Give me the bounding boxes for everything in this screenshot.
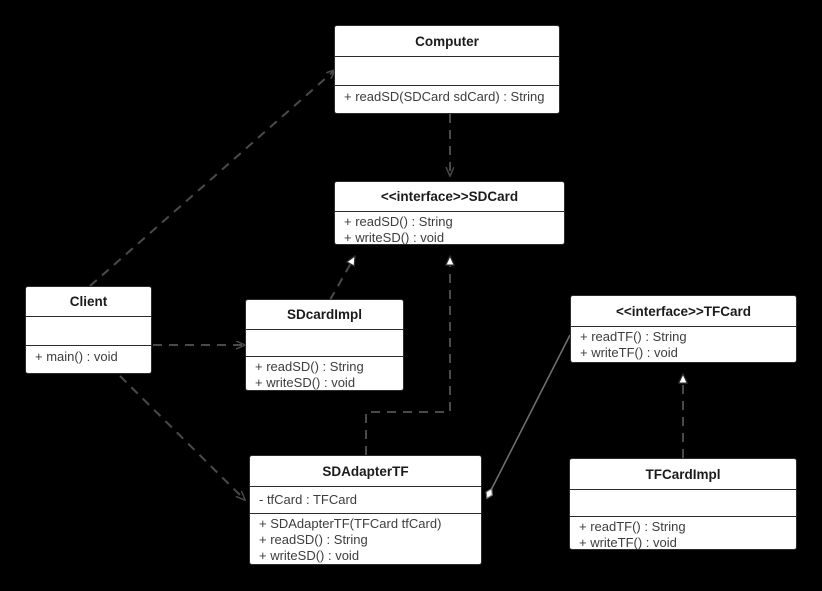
edge-client-to-sdadaptertf	[119, 375, 245, 500]
method-row: + readSD() : String	[259, 532, 368, 547]
compartment-divider	[571, 326, 796, 327]
class-box-sdcardimpl[interactable]: SDcardImpl + readSD() : String + writeSD…	[245, 299, 404, 391]
compartment-divider	[246, 329, 403, 330]
compartment-divider	[570, 489, 796, 490]
class-title-client: Client	[69, 294, 108, 309]
class-box-tfcardimpl[interactable]: TFCardImpl + readTF() : String + writeTF…	[569, 458, 797, 550]
class-box-sdadaptertf[interactable]: SDAdapterTF - tfCard : TFCard + SDAdapte…	[249, 455, 482, 565]
attributes-compartment-client	[26, 317, 151, 345]
attribute-row: - tfCard : TFCard	[259, 492, 358, 507]
methods-compartment-tfcardimpl: + readTF() : String + writeTF() : void	[570, 517, 796, 550]
class-box-computer[interactable]: Computer + readSD(SDCard sdCard) : Strin…	[334, 25, 560, 114]
method-row: + readTF() : String	[579, 519, 686, 534]
method-row: + readSD(SDCard sdCard) : String	[344, 89, 545, 104]
method-row: + writeSD() : void	[344, 230, 445, 245]
methods-compartment-tfcard: + readTF() : String + writeTF() : void	[571, 327, 796, 362]
method-row: + main() : void	[35, 349, 118, 364]
class-title-sdadaptertf: SDAdapterTF	[322, 463, 409, 479]
method-row: + writeTF() : void	[579, 535, 677, 550]
edge-client-to-computer	[89, 70, 335, 287]
methods-compartment-sdadaptertf: + SDAdapterTF(TFCard tfCard) + readSD() …	[250, 514, 481, 564]
attributes-compartment-sdcardimpl	[246, 330, 403, 356]
method-row: + readSD() : String	[255, 359, 364, 374]
compartment-divider	[246, 356, 403, 357]
class-title-sdcard: <<interface>>SDCard	[380, 189, 519, 204]
class-title-sdcardimpl: SDcardImpl	[286, 307, 363, 322]
compartment-divider	[26, 345, 151, 346]
compartment-divider	[250, 513, 481, 514]
attributes-compartment-computer	[335, 57, 559, 85]
methods-compartment-client: + main() : void	[26, 346, 151, 369]
method-row: + readSD() : String	[344, 214, 453, 229]
method-row: + writeSD() : void	[255, 375, 356, 390]
compartment-divider	[570, 516, 796, 517]
edge-sdadaptertf-to-tfcard	[485, 334, 571, 500]
method-row: + writeSD() : void	[259, 548, 360, 563]
class-box-tfcard-interface[interactable]: <<interface>>TFCard + readTF() : String …	[570, 295, 797, 363]
compartment-divider	[335, 211, 564, 212]
class-title-tfcardimpl: TFCardImpl	[645, 466, 721, 482]
methods-compartment-sdcardimpl: + readSD() : String + writeSD() : void	[246, 357, 403, 390]
attributes-compartment-sdadaptertf: - tfCard : TFCard	[250, 487, 481, 513]
compartment-divider	[335, 56, 559, 57]
edge-sdcardimpl-to-sdcard	[329, 256, 356, 301]
class-title-tfcard: <<interface>>TFCard	[615, 303, 752, 319]
methods-compartment-sdcard: + readSD() : String + writeSD() : void	[335, 212, 564, 245]
class-box-client[interactable]: Client + main() : void	[25, 286, 152, 374]
attributes-compartment-tfcardimpl	[570, 490, 796, 516]
compartment-divider	[335, 85, 559, 86]
compartment-divider	[26, 316, 151, 317]
method-row: + SDAdapterTF(TFCard tfCard)	[259, 516, 442, 531]
method-row: + writeTF() : void	[580, 345, 678, 360]
method-row: + readTF() : String	[580, 329, 687, 344]
class-title-computer: Computer	[415, 33, 479, 49]
methods-compartment-computer: + readSD(SDCard sdCard) : String	[335, 86, 559, 109]
compartment-divider	[250, 486, 481, 487]
class-box-sdcard-interface[interactable]: <<interface>>SDCard + readSD() : String …	[334, 181, 565, 245]
